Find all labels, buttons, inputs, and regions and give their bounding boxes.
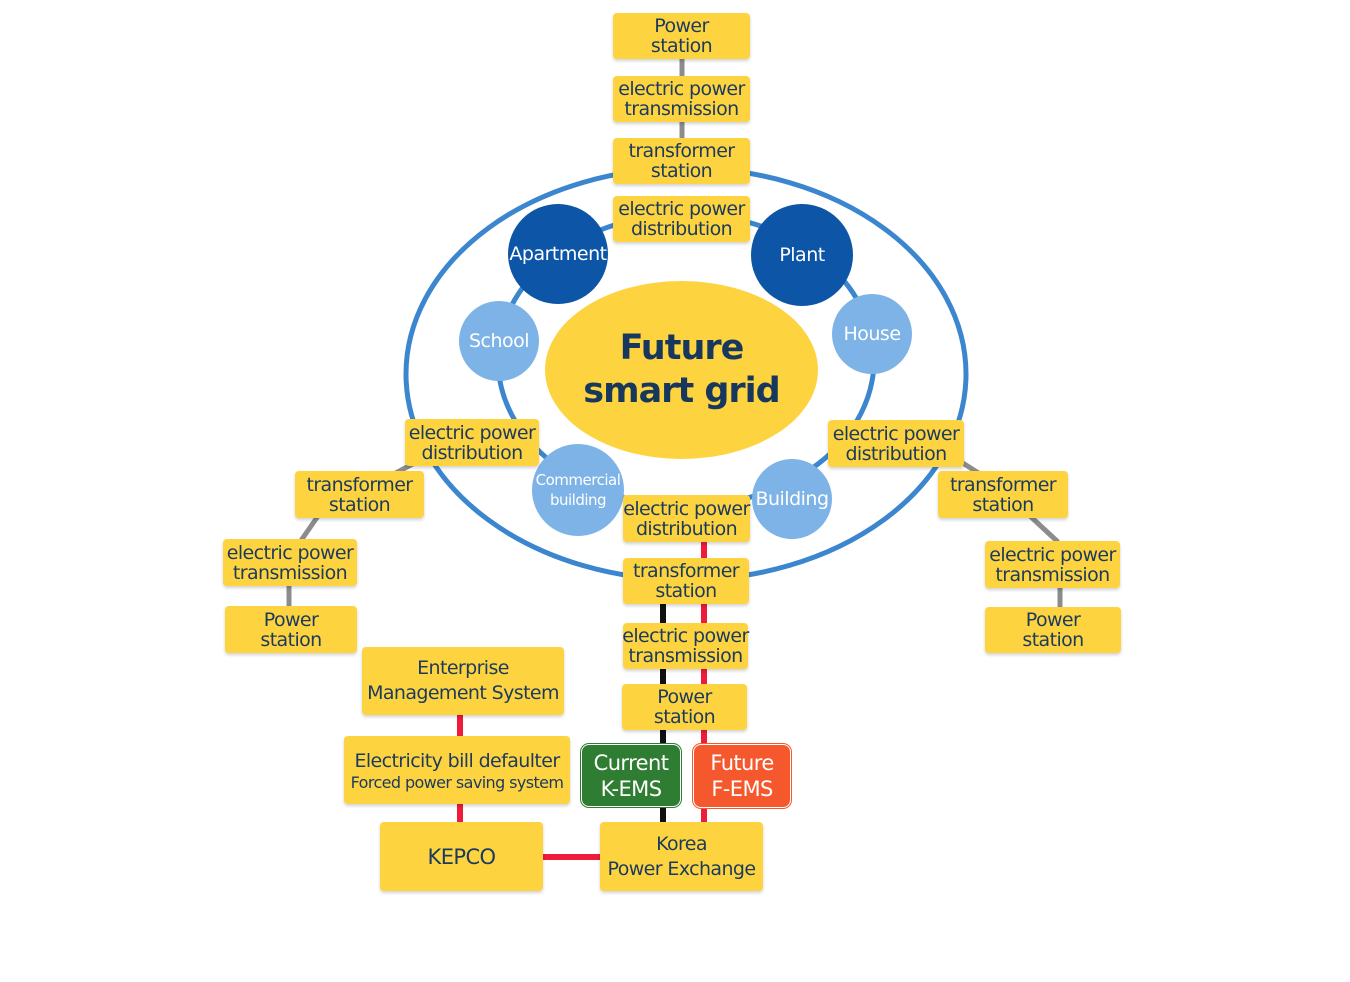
top-power-station-line-1: Power [654,15,709,37]
top-distribution-line-1: electric power [618,198,745,220]
left-distribution-line-2: distribution [421,441,523,464]
top-transmission-line-2: transmission [624,98,739,120]
kepco: KEPCO [380,822,543,891]
apartment-node: Apartment [508,204,608,304]
right-transformer-line-2: station [972,493,1034,516]
center-line-2: smart grid [583,371,780,411]
left-link-2 [297,514,321,544]
defaulter-line-2: Forced power saving system [350,772,564,792]
top-transformer: transformer station [613,138,750,184]
future-smart-grid-center: Future smart grid [545,281,818,459]
exchange-line-2: Power Exchange [607,857,757,880]
korea-power-exchange: Korea Power Exchange [600,822,763,891]
right-distribution-line-1: electric power [832,422,960,445]
current-ems-line-1: Current [593,750,669,775]
top-distribution: electric power distribution [613,196,750,242]
right-transmission-line-1: electric power [989,543,1116,566]
house-label: House [843,323,901,345]
defaulter-saving-system: Electricity bill defaulter Forced power … [344,736,570,804]
current-k-ems: Current K-EMS [581,744,681,807]
apartment-label: Apartment [509,243,607,265]
top-transformer-line-1: transformer [628,140,735,162]
top-transmission-line-1: electric power [618,78,745,100]
building-label: Building [755,488,829,510]
bottom-transformer: transformer station [623,558,749,604]
top-transformer-line-2: station [650,160,713,182]
future-ems-line-2: F-EMS [711,777,773,801]
left-transformer-line-2: station [328,493,391,516]
plant-label: Plant [779,244,825,266]
right-transmission-line-2: transmission [995,563,1110,586]
future-ems-line-1: Future [710,751,774,775]
commercial-label-2: building [549,491,607,509]
building-node: Building [752,459,832,539]
left-power-station-line-1: Power [263,608,319,631]
right-transformer-line-1: transformer [949,473,1057,496]
current-ems-line-2: K-EMS [600,776,662,801]
right-transmission: electric power transmission [985,541,1120,588]
right-power-station-line-2: station [1022,629,1084,651]
left-transmission-line-2: transmission [232,561,348,584]
right-distribution: electric power distribution [828,420,964,467]
bottom-distribution-line-2: distribution [635,517,738,540]
bottom-transmission-line-2: transmission [628,645,743,667]
left-transmission: electric power transmission [223,539,357,586]
bottom-power-station-line-2: station [653,706,716,728]
defaulter-line-1: Electricity bill defaulter [354,749,560,772]
bottom-transmission-line-1: electric power [622,625,749,647]
commercial-building-node: Commercial building [532,444,624,536]
future-f-ems: Future F-EMS [693,744,791,808]
right-power-station-line-1: Power [1025,609,1081,631]
left-transformer-line-1: transformer [306,473,413,496]
right-power-station: Power station [985,607,1121,653]
left-transmission-line-1: electric power [226,541,354,564]
right-transformer: transformer station [938,471,1068,518]
top-power-station: Power station [613,13,750,59]
bottom-transformer-line-1: transformer [632,560,740,582]
top-distribution-line-2: distribution [630,218,733,240]
exchange-line-1: Korea [656,832,707,855]
top-power-station-line-2: station [650,35,713,57]
bottom-transmission: electric power transmission [622,623,749,669]
enterprise-line-1: Enterprise [417,657,509,679]
bottom-power-station-line-1: Power [657,686,712,708]
top-transmission: electric power transmission [613,76,750,122]
school-label: School [468,330,530,352]
left-power-station: Power station [225,606,357,653]
bottom-transformer-line-2: station [655,580,717,602]
left-transformer: transformer station [295,471,424,518]
bottom-distribution-line-1: electric power [623,497,750,520]
commercial-label-1: Commercial [535,471,621,489]
center-line-1: Future [619,328,745,368]
bottom-power-station: Power station [622,684,747,730]
right-link-2 [1028,514,1060,544]
bottom-distribution: electric power distribution [623,495,750,542]
left-distribution-line-1: electric power [408,421,536,444]
kepco-label: KEPCO [427,844,497,869]
left-distribution: electric power distribution [405,419,539,466]
right-distribution-line-2: distribution [845,442,947,465]
enterprise-line-2: Management System [367,682,559,704]
plant-node: Plant [751,204,853,306]
enterprise-management-system: Enterprise Management System [362,647,564,715]
left-power-station-line-2: station [260,628,322,651]
school-node: School [459,301,539,381]
house-node: House [832,294,912,374]
